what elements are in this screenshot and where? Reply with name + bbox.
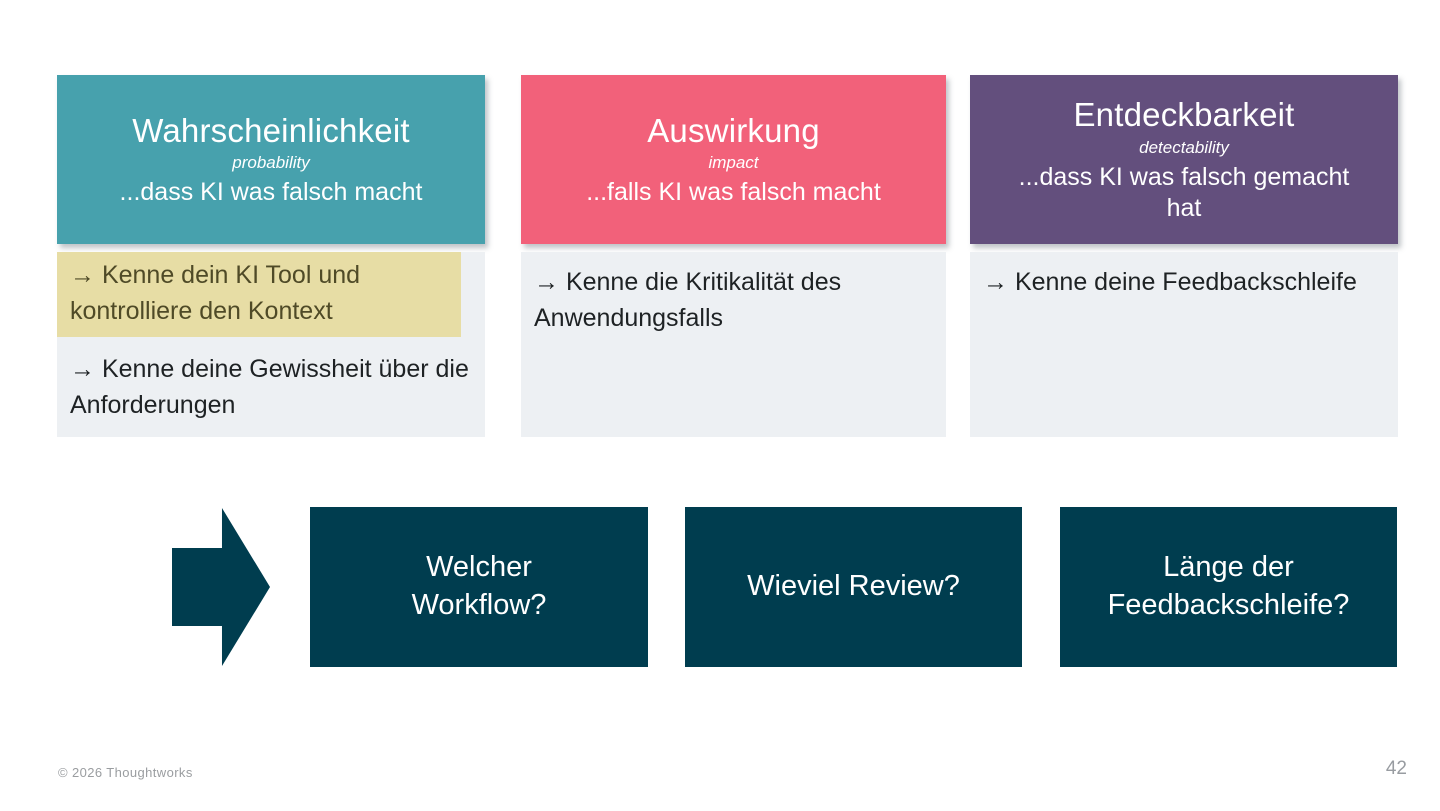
- right-arrow-icon: [172, 508, 270, 666]
- bullet-know-your-ai-tool: → Kenne dein KI Tool und kontrolliere de…: [57, 252, 461, 337]
- impact-tagline: ...falls KI was falsch macht: [586, 178, 881, 207]
- body-detectability: → Kenne deine Feedbackschleife: [970, 252, 1398, 437]
- probability-title: Wahrscheinlichkeit: [132, 111, 410, 149]
- copyright-notice: © 2026 Thoughtworks: [58, 765, 193, 780]
- question-feedback-loop-length: Länge der Feedbackschleife?: [1060, 507, 1397, 667]
- impact-subtitle: impact: [708, 153, 759, 173]
- question-which-workflow-label: Welcher Workflow?: [411, 551, 547, 621]
- header-impact: Auswirkung impact ...falls KI was falsch…: [521, 75, 946, 244]
- body-probability: → Kenne dein KI Tool und kontrolliere de…: [57, 252, 485, 437]
- question-how-much-review: Wieviel Review?: [685, 507, 1022, 667]
- question-feedback-loop-length-label: Länge der Feedbackschleife?: [1107, 551, 1350, 621]
- body-impact: → Kenne die Kritikalität des Anwendungsf…: [521, 252, 946, 437]
- question-which-workflow: Welcher Workflow?: [310, 507, 648, 667]
- detectability-subtitle: detectability: [1139, 137, 1229, 157]
- detectability-tagline: ...dass KI was falsch gemacht hat: [1018, 162, 1350, 222]
- impact-title: Auswirkung: [647, 111, 820, 149]
- question-how-much-review-label: Wieviel Review?: [747, 570, 960, 603]
- bullet-know-feedback-loop: → Kenne deine Feedbackschleife: [983, 268, 1357, 296]
- header-probability: Wahrscheinlichkeit probability ...dass K…: [57, 75, 485, 244]
- bullet-know-criticality: → Kenne die Kritikalität des Anwendungsf…: [534, 268, 842, 333]
- probability-subtitle: probability: [232, 153, 310, 173]
- probability-tagline: ...dass KI was falsch macht: [119, 178, 423, 207]
- page-number: 42: [1385, 758, 1407, 779]
- detectability-title: Entdeckbarkeit: [1073, 95, 1295, 133]
- bullet-know-your-certainty: → Kenne deine Gewissheit über die Anford…: [70, 354, 469, 419]
- header-detectability: Entdeckbarkeit detectability ...dass KI …: [970, 75, 1398, 244]
